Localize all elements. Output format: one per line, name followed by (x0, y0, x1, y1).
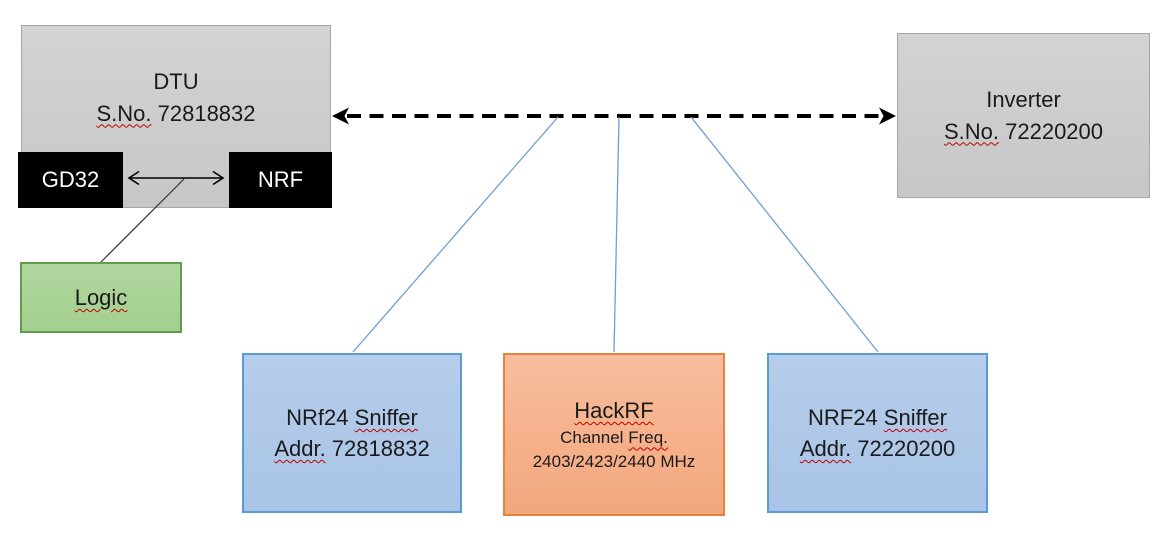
logic-box: Logic (20, 262, 182, 333)
hackrf-title: HackRF (574, 398, 654, 424)
inverter-serial-number: 72220200 (999, 118, 1104, 144)
sniffer1-addr-number: 72818832 (325, 436, 430, 461)
sniffer2-addr: Addr. 72220200 (800, 433, 955, 464)
sniffer2-connector-line (690, 116, 879, 353)
sniffer2-name-prefix: NRF24 (808, 404, 884, 430)
dtu-serial: S.No. 72818832 (96, 98, 255, 129)
sniffer2-box: NRF24 Sniffer Addr. 72220200 (767, 353, 988, 513)
hackrf-connector-line (613, 116, 620, 353)
sniffer1-name-prefix: NRf24 (286, 404, 355, 430)
sniffer1-box: NRf24 Sniffer Addr. 72818832 (242, 353, 462, 513)
gd32-box: GD32 (18, 152, 123, 208)
hackrf-box: HackRF Channel Freq. 2403/2423/2440 MHz (503, 353, 725, 516)
sniffer1-name-word: Sniffer (354, 404, 418, 430)
sniffer2-name-word: Sniffer (883, 404, 947, 430)
inverter-title: Inverter (986, 87, 1061, 113)
dtu-serial-label: S.No. (96, 100, 152, 126)
gd32-label: GD32 (41, 167, 100, 193)
hackrf-freq-label: Freq. (628, 428, 668, 448)
inverter-serial: S.No. 72220200 (944, 116, 1103, 147)
sniffer2-addr-label: Addr. (799, 436, 852, 461)
sniffer2-title: NRF24 Sniffer (808, 402, 947, 433)
hackrf-freq-prefix: Channel (560, 428, 629, 448)
inverter-box: Inverter S.No. 72220200 (897, 33, 1150, 198)
nrf-label: NRF (257, 167, 304, 193)
sniffer1-addr: Addr. 72818832 (274, 433, 429, 464)
hackrf-freq-line: Channel Freq. (560, 426, 668, 450)
nrf-box: NRF (229, 152, 332, 208)
sniffer1-connector-line (352, 116, 559, 353)
sniffer1-addr-label: Addr. (274, 436, 326, 461)
sniffer2-addr-number: 72220200 (851, 436, 956, 461)
logic-label: Logic (74, 284, 128, 310)
dtu-serial-number: 72818832 (151, 100, 256, 126)
hackrf-channels: 2403/2423/2440 MHz (532, 452, 696, 472)
sniffer1-title: NRf24 Sniffer (286, 402, 418, 433)
dtu-title: DTU (153, 69, 199, 95)
inverter-serial-label: S.No. (943, 118, 1000, 144)
radio-link-arrowhead-left (332, 107, 349, 125)
radio-link-arrowhead-right (879, 107, 896, 125)
